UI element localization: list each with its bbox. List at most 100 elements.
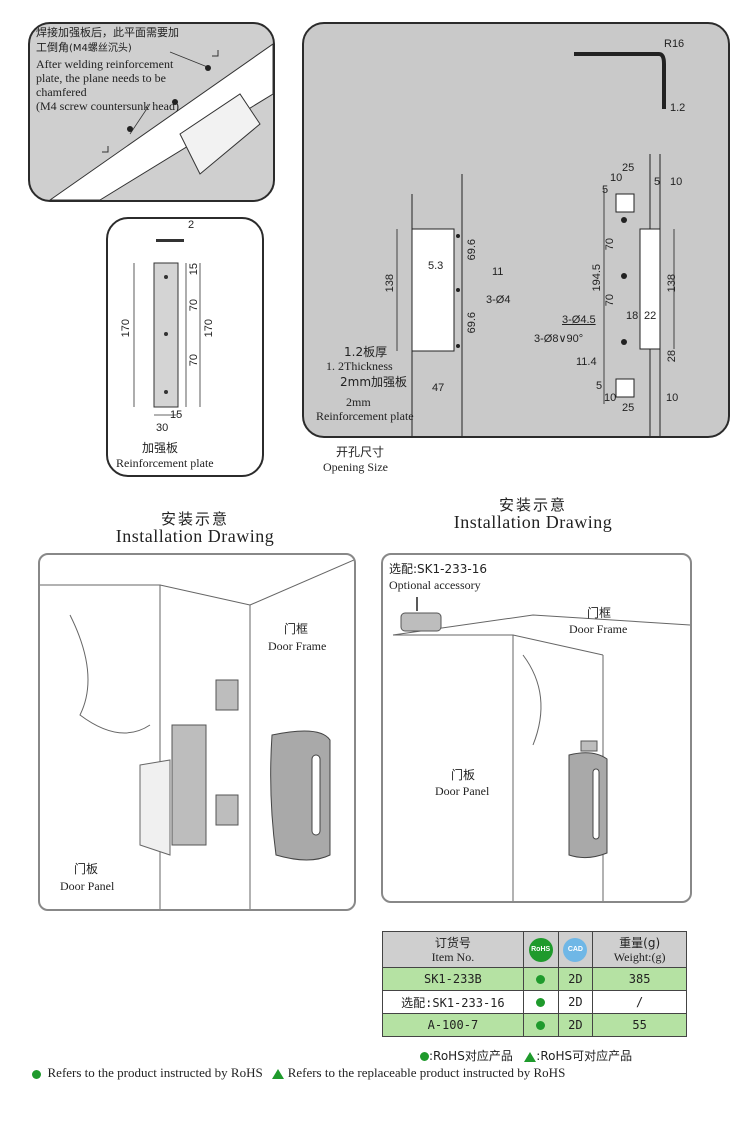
dim-47: 47 (432, 382, 445, 394)
replaceable-triangle-icon (524, 1051, 537, 1062)
install-right-title-en: Installation Drawing (453, 512, 613, 532)
col-weight-en: Weight:(g) (613, 949, 666, 964)
table-row: SK1-233B 2D 385 (382, 967, 687, 991)
spec-table-header: 订货号 Item No. RoHS CAD 重量(g) Weight:(g) (382, 931, 687, 968)
plate-offset-top: 15 (188, 263, 200, 276)
spec-table: 订货号 Item No. RoHS CAD 重量(g) Weight:(g) S… (382, 931, 687, 1037)
opening-size-panel: R16 1.2 138 5.3 11 69.6 69.6 3-Ø4 1.2板厚 … (302, 22, 730, 438)
install-left-panel: 门框 Door Frame 门板 Door Panel (38, 553, 356, 911)
plate-2mm-cn: 2mm加强板 (340, 375, 408, 389)
dim-22: 22 (644, 310, 657, 322)
chamfer-sketch (49, 43, 273, 200)
install-right-frame-cn: 门框 (587, 606, 612, 620)
opening-drawing (396, 52, 675, 436)
dim-10-b: 10 (670, 176, 683, 188)
dim-3-d4-5: 3-Ø4.5 (562, 314, 596, 326)
dim-r16: R16 (664, 38, 685, 50)
rohs-dot-icon (536, 1021, 546, 1030)
row-item: 选配:SK1-233-16 (382, 990, 524, 1014)
thickness-en: 1. 2Thickness (326, 359, 393, 373)
install-right-sketch (392, 597, 690, 901)
chamfer-note-cn-1: 焊接加强板后，此平面需要加 (36, 26, 179, 39)
plate-2mm-en-2: Reinforcement plate (316, 409, 414, 423)
thickness-cn: 1.2板厚 (344, 345, 388, 359)
dim-10-d: 10 (666, 392, 679, 404)
dim-5-b: 5 (654, 176, 661, 188)
accessory-en: Optional accessory (389, 578, 481, 592)
row-rohs (522, 967, 559, 991)
plate-drawing (133, 239, 201, 416)
row-rohs (522, 990, 559, 1014)
install-right-frame-en: Door Frame (569, 622, 628, 636)
chamfer-note-en-2: plate, the plane needs to be (36, 71, 166, 85)
legend-replace-cn: :RoHS可对应产品 (536, 1049, 633, 1063)
row-item: A-100-7 (382, 1013, 524, 1037)
chamfer-note-en-3: chamfered (36, 85, 87, 99)
legend-rohs-cn: :RoHS对应产品 (429, 1049, 513, 1063)
col-rohs: RoHS (522, 931, 559, 968)
plate-width: 30 (156, 422, 169, 434)
dim-194-5: 194.5 (591, 264, 603, 292)
plate-label-cn: 加强板 (142, 441, 179, 455)
install-right-panel: 选配:SK1-233-16 Optional accessory 门框 Door… (381, 553, 692, 903)
dim-138-right: 138 (666, 274, 678, 293)
install-left-sketch (40, 559, 354, 909)
table-row: A-100-7 2D 55 (382, 1013, 687, 1037)
col-cad: CAD (557, 931, 594, 968)
dim-11: 11 (492, 266, 504, 278)
col-item-cn: 订货号 (434, 935, 471, 950)
col-item-en: Item No. (431, 949, 475, 964)
dim-70-b: 70 (604, 294, 616, 307)
plate-thickness: 2 (188, 219, 195, 231)
opening-caption-cn: 开孔尺寸 (336, 445, 385, 459)
dim-1-2: 1.2 (670, 102, 686, 114)
col-weight: 重量(g) Weight:(g) (592, 931, 687, 968)
rohs-dot-icon (536, 998, 546, 1007)
row-weight: 55 (592, 1013, 687, 1037)
dim-70-a: 70 (604, 238, 616, 251)
install-left-title-en: Installation Drawing (115, 526, 275, 546)
rohs-dot-icon (536, 975, 546, 984)
install-right-panel-cn: 门板 (451, 768, 476, 782)
row-cad: 2D (557, 967, 594, 991)
install-right-panel-en: Door Panel (435, 784, 490, 798)
legend-en: Refers to the product instructed by RoHS… (32, 1065, 566, 1080)
legend-replace-en: Refers to the replaceable product instru… (287, 1065, 566, 1080)
chamfer-note-cn-2: 工倒角(M4螺丝沉头) (36, 41, 132, 55)
row-cad: 2D (557, 990, 594, 1014)
plate-2mm-en-1: 2mm (346, 395, 371, 409)
opening-caption-en: Opening Size (323, 460, 388, 474)
install-left-frame-cn: 门框 (284, 622, 309, 636)
cad-icon: CAD (563, 937, 588, 962)
dim-69-6-b: 69.6 (466, 312, 478, 334)
plate-spacing-bottom: 70 (188, 354, 200, 367)
dim-5-c: 5 (596, 380, 603, 392)
rohs-icon: RoHS (528, 937, 553, 962)
dim-3-d4: 3-Ø4 (486, 294, 511, 306)
dim-5-a: 5 (602, 184, 609, 196)
chamfer-note-cn-3: (M4螺丝沉头) (69, 43, 132, 54)
legend-cn: :RoHS对应产品 :RoHS可对应产品 (420, 1050, 632, 1063)
chamfer-note-panel: 焊接加强板后，此平面需要加 工倒角(M4螺丝沉头) After welding … (28, 22, 275, 202)
dim-69-6-a: 69.6 (466, 239, 478, 261)
rohs-dot-icon (32, 1069, 41, 1079)
dim-10-c: 10 (604, 392, 617, 404)
install-left-panel-cn: 门板 (74, 862, 99, 876)
row-cad: 2D (557, 1013, 594, 1037)
install-left-frame-en: Door Frame (268, 639, 327, 653)
row-weight: 385 (592, 967, 687, 991)
dim-28: 28 (666, 350, 678, 363)
plate-spacing-top: 70 (188, 299, 200, 312)
table-row: 选配:SK1-233-16 2D / (382, 990, 687, 1014)
row-rohs (522, 1013, 559, 1037)
rohs-dot-icon (420, 1052, 429, 1061)
row-item: SK1-233B (382, 967, 524, 991)
chamfer-note-cn-2-text: 工倒角 (36, 41, 69, 54)
col-item: 订货号 Item No. (382, 931, 524, 968)
legend-rohs-en: Refers to the product instructed by RoHS (47, 1065, 263, 1080)
install-right-title-cn: 安装示意 (498, 496, 567, 514)
chamfer-note-en-4: (M4 screw countersunk head) (36, 99, 179, 113)
dim-3-d8: 3-Ø8∨90° (534, 333, 584, 345)
plate-overall: 170 (203, 319, 215, 338)
reinforcement-plate-panel: 2 170 15 70 70 170 15 30 加强板 Reinforceme… (106, 217, 264, 477)
